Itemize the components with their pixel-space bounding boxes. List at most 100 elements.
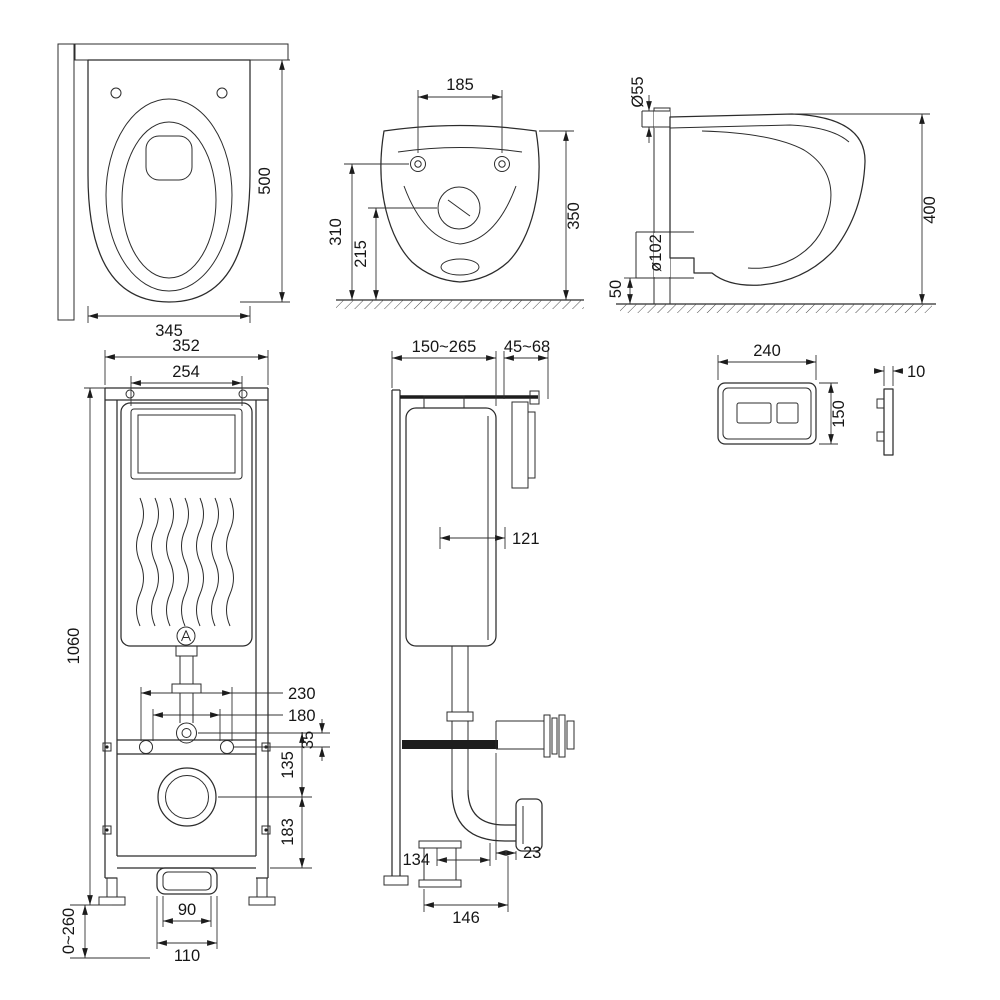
toilet-front-view: 185 310 215 350 bbox=[327, 76, 584, 309]
mount-hole-left-center bbox=[414, 160, 422, 168]
frame-side-view: 150~265 45~68 121 23 134 bbox=[383, 338, 575, 927]
dim-label-310: 310 bbox=[327, 218, 345, 246]
dim-label-254: 254 bbox=[172, 363, 200, 381]
inner-bowl-line bbox=[701, 130, 832, 269]
dim-plate-thickness-10: 10 bbox=[874, 363, 925, 386]
flush-button-small bbox=[776, 402, 799, 424]
front-outline bbox=[380, 124, 540, 283]
dim-offset-135: 135 bbox=[198, 732, 330, 798]
dim-feet-range: 0~260 bbox=[60, 905, 150, 959]
dim-inlet-height-310: 310 bbox=[327, 163, 409, 300]
outlet-bend-outer bbox=[157, 767, 217, 827]
floor-hatch bbox=[336, 300, 584, 309]
seat-bolt-left bbox=[110, 87, 122, 99]
stud-hole-right bbox=[220, 740, 234, 754]
dim-label-230: 230 bbox=[288, 685, 316, 703]
dim-depth-500: 500 bbox=[240, 59, 290, 303]
soil-pipe bbox=[418, 840, 462, 888]
dim-label-150: 150 bbox=[830, 400, 848, 428]
dim-label-10: 10 bbox=[907, 363, 925, 381]
outlet-bell bbox=[515, 798, 543, 852]
toilet-top-view: 500 345 bbox=[57, 43, 290, 340]
outlet-connector bbox=[495, 714, 575, 758]
finished-wall-section bbox=[511, 401, 529, 489]
drain-opening bbox=[437, 186, 481, 230]
hanger-bolt-left bbox=[125, 389, 135, 399]
dim-offset-23: 23 bbox=[495, 753, 541, 862]
dim-label-180: 180 bbox=[288, 707, 316, 725]
rod-bracket bbox=[529, 390, 540, 405]
drain-detail bbox=[447, 199, 471, 217]
dim-label-o102: ø102 bbox=[647, 234, 665, 272]
floor-hatch bbox=[620, 304, 932, 313]
dim-label-0-260: 0~260 bbox=[60, 908, 78, 954]
dim-label-45-68: 45~68 bbox=[504, 338, 550, 356]
inlet-clearance bbox=[654, 111, 670, 128]
dim-label-23: 23 bbox=[523, 844, 541, 862]
cistern-side bbox=[405, 407, 497, 647]
dim-offset-134: 134 bbox=[402, 843, 491, 869]
dim-inner-width-254: 254 bbox=[130, 363, 243, 406]
dim-cistern-depth-121: 121 bbox=[439, 527, 540, 549]
dim-panel-range: 45~68 bbox=[503, 338, 550, 399]
water-connection bbox=[176, 722, 197, 744]
dim-label-400: 400 bbox=[921, 196, 939, 224]
bowl-outline bbox=[87, 59, 251, 303]
toilet-side-view: Ø55 ø102 50 400 bbox=[607, 76, 939, 313]
dim-depth-range: 150~265 bbox=[391, 338, 497, 406]
dim-label-o55: Ø55 bbox=[629, 76, 647, 107]
dim-plate-width-240: 240 bbox=[717, 342, 817, 380]
dim-offset-146: 146 bbox=[423, 856, 509, 927]
dim-label-240: 240 bbox=[753, 342, 781, 360]
dim-width-345: 345 bbox=[87, 306, 251, 340]
dim-label-215: 215 bbox=[352, 240, 370, 268]
dim-label-135: 135 bbox=[279, 751, 297, 779]
outlet-clearance bbox=[654, 233, 670, 277]
dim-label-110: 110 bbox=[174, 947, 200, 965]
dim-outlet-floor-50: 50 bbox=[607, 277, 636, 304]
dim-outlet-90: 90 bbox=[162, 896, 212, 927]
plate-side-body bbox=[883, 388, 894, 456]
plate-outline bbox=[717, 382, 817, 445]
dim-plate-height-150: 150 bbox=[819, 382, 848, 445]
brand-logo-icon bbox=[176, 626, 196, 646]
frame-foot bbox=[383, 875, 409, 886]
dim-total-height-350: 350 bbox=[539, 130, 583, 300]
dim-outlet-height-215: 215 bbox=[352, 207, 437, 300]
dim-label-350: 350 bbox=[565, 202, 583, 230]
cistern-cap bbox=[423, 395, 465, 409]
flush-button-large bbox=[736, 402, 772, 424]
dim-label-1060: 1060 bbox=[65, 628, 83, 665]
wall-section-top bbox=[74, 43, 289, 61]
flush-area bbox=[145, 135, 193, 181]
plate-clip-top bbox=[876, 398, 885, 409]
side-outline bbox=[669, 113, 866, 286]
outlet-elbow bbox=[451, 789, 543, 852]
dim-inlet-diameter-55: Ø55 bbox=[629, 76, 652, 143]
stud-hole-left bbox=[139, 740, 153, 754]
outlet-socket-inner bbox=[162, 871, 212, 891]
outlet-bend-inner bbox=[165, 775, 209, 819]
dim-height-1060: 1060 bbox=[65, 387, 112, 906]
plate-clip-bottom bbox=[876, 431, 885, 442]
dim-offset-35: 35 bbox=[234, 719, 330, 761]
foot-left bbox=[98, 896, 126, 906]
access-window bbox=[130, 408, 243, 480]
dim-label-121: 121 bbox=[512, 530, 540, 548]
flush-pipe bbox=[171, 645, 202, 744]
bowl-opening bbox=[121, 121, 217, 279]
dim-hole-spacing-185: 185 bbox=[417, 76, 503, 153]
mount-hole-left bbox=[410, 156, 426, 172]
wall-section-left bbox=[57, 43, 75, 321]
leg-right bbox=[256, 877, 268, 898]
foot-right bbox=[248, 896, 276, 906]
dim-depth-400: 400 bbox=[794, 113, 939, 304]
access-window-inner bbox=[137, 414, 236, 474]
plate-side-profile bbox=[876, 388, 894, 456]
dim-outer-width-352: 352 bbox=[104, 337, 269, 385]
dim-label-500: 500 bbox=[256, 167, 274, 195]
dim-label-345: 345 bbox=[155, 322, 183, 340]
seat-line bbox=[669, 124, 850, 143]
